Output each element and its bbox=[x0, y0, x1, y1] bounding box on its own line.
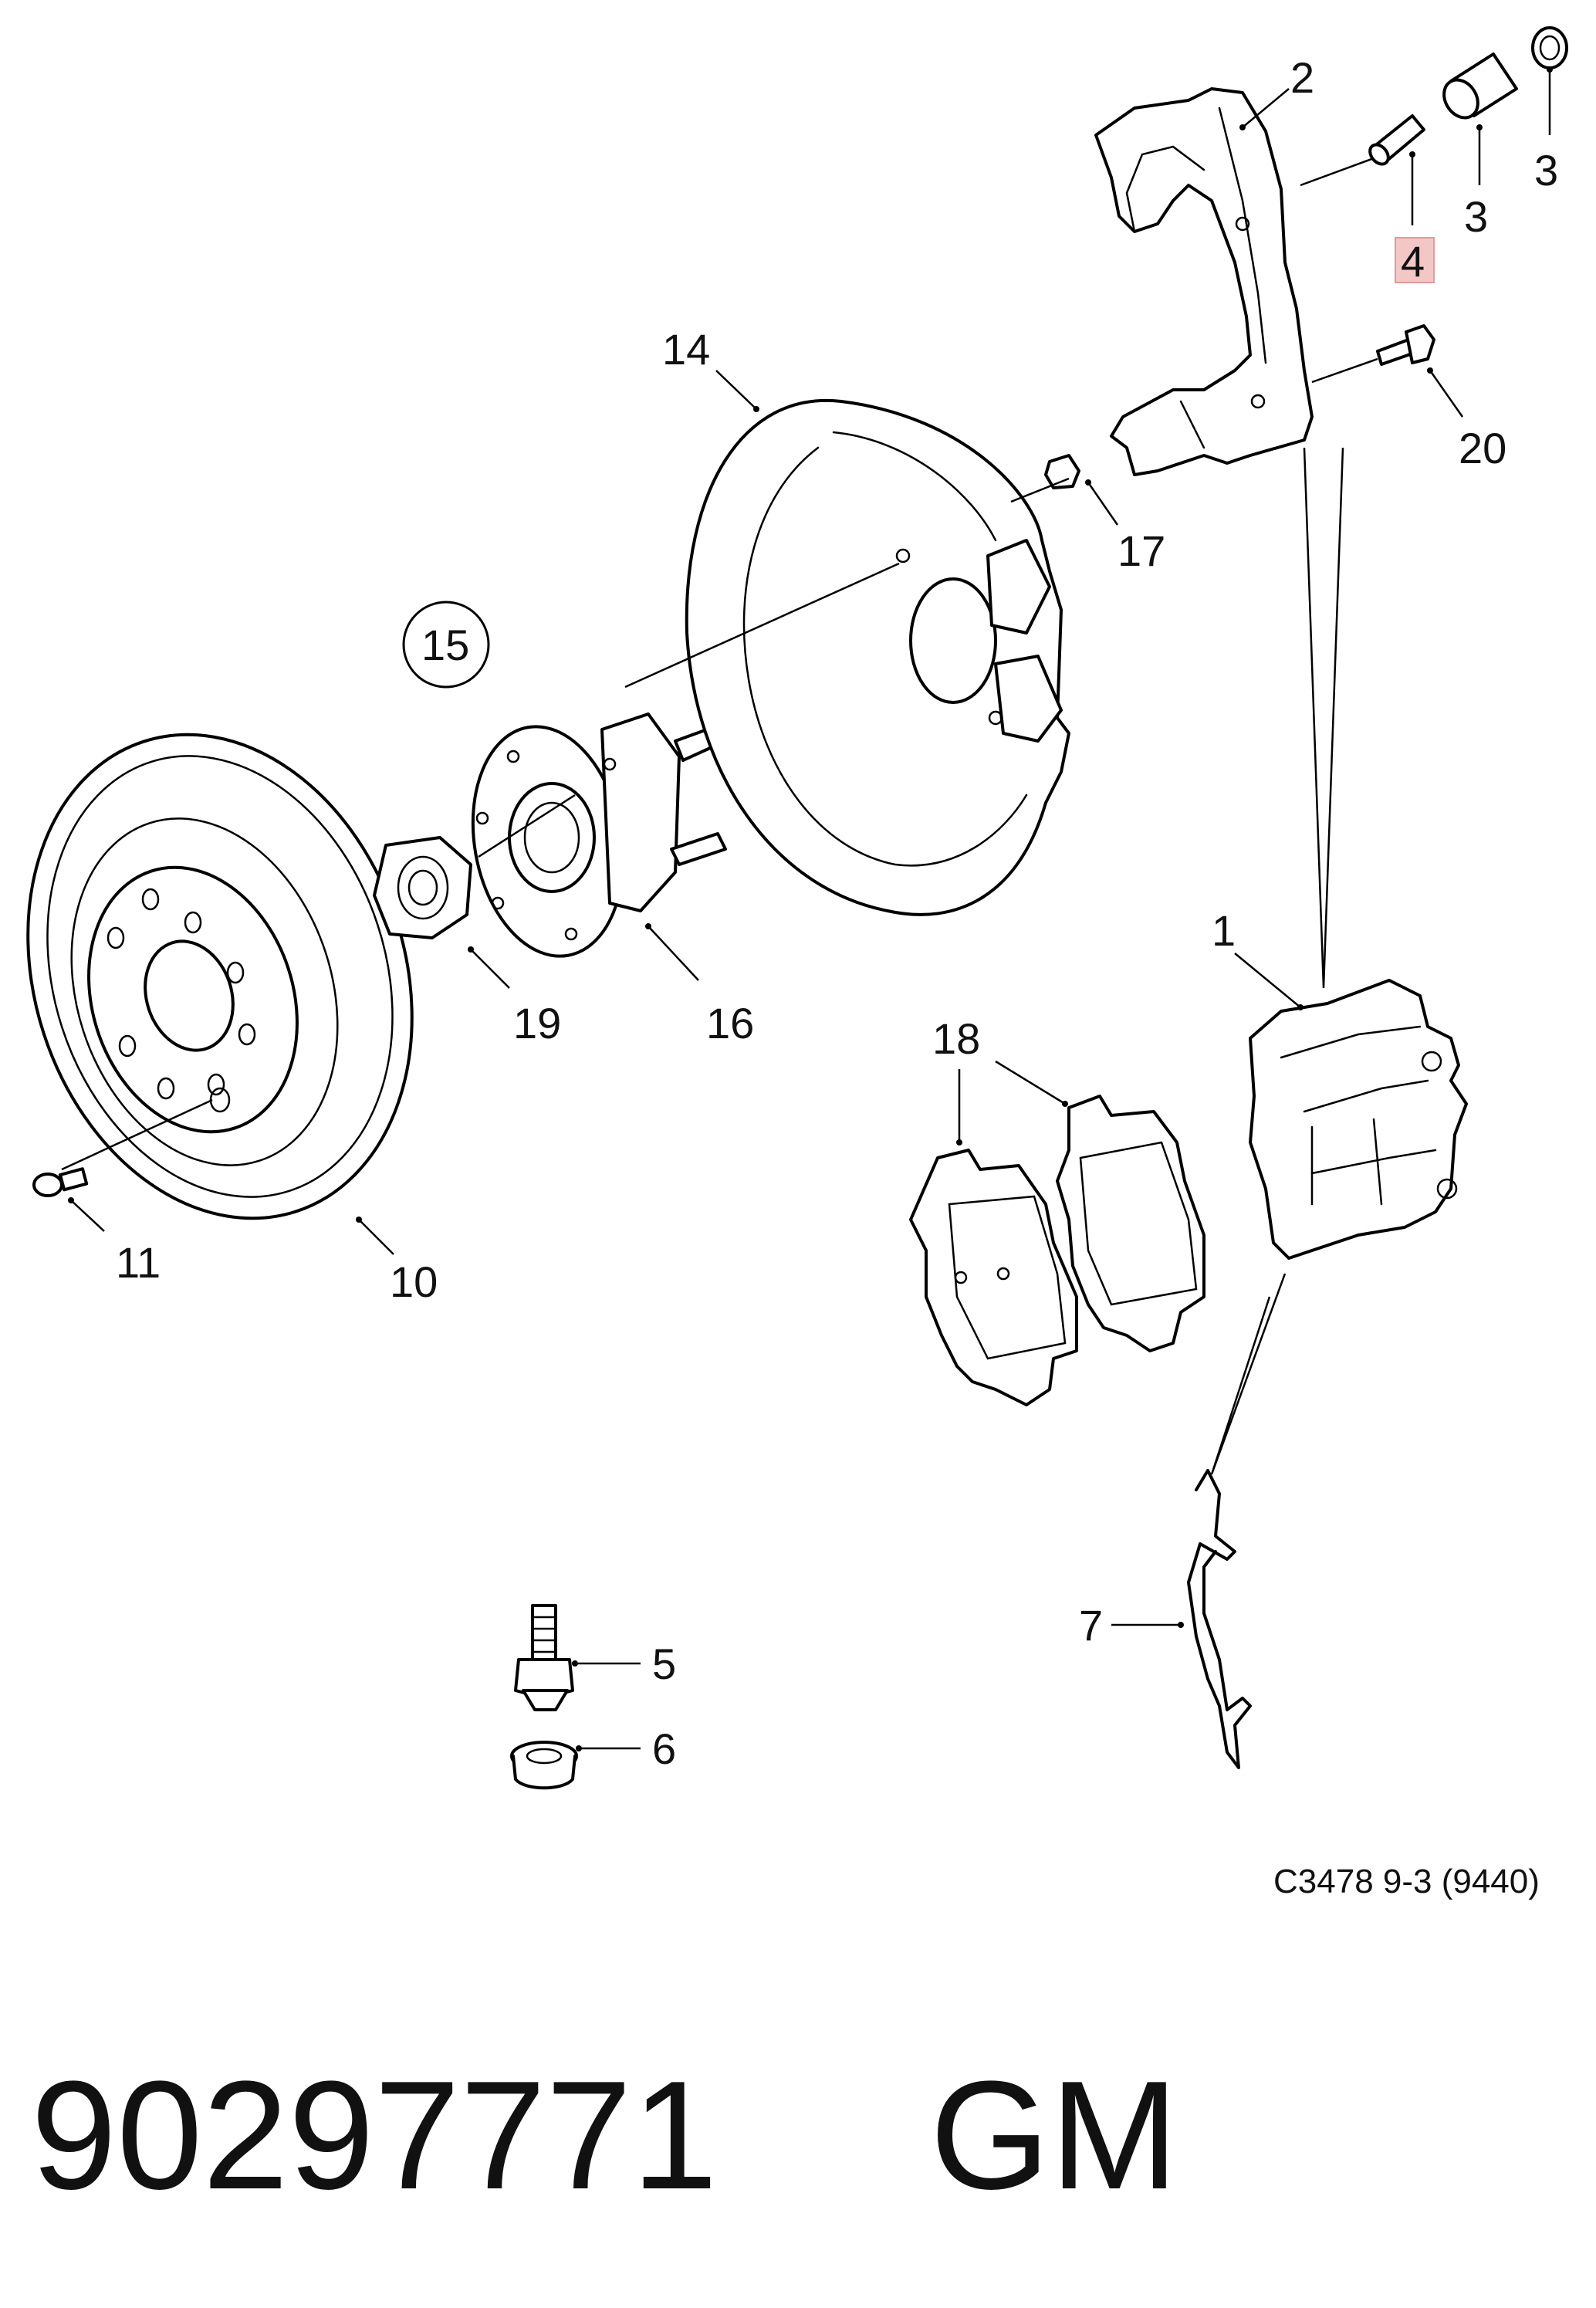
callout-3b: 3 bbox=[1534, 146, 1558, 195]
callout-4: 4 bbox=[1401, 237, 1425, 286]
callout-6: 6 bbox=[652, 1724, 676, 1773]
callout-15: 15 bbox=[421, 621, 469, 669]
callout-2: 2 bbox=[1290, 53, 1314, 102]
bleeder-cap-drawing bbox=[510, 1741, 578, 1790]
brake-disc-drawing bbox=[26, 733, 414, 1220]
diagram-caption: C3478 9-3 (9440) bbox=[1273, 1863, 1540, 1900]
callout-7: 7 bbox=[1079, 1601, 1103, 1650]
guide-pin-drawing bbox=[1368, 114, 1425, 166]
caliper-bracket-drawing bbox=[1094, 87, 1314, 476]
wear-sensor-wire-drawing bbox=[1187, 1469, 1252, 1769]
bracket-bolt-drawing bbox=[1376, 324, 1435, 366]
callout-10: 10 bbox=[390, 1257, 438, 1306]
callout-19: 19 bbox=[513, 999, 561, 1047]
dust-cap-drawing bbox=[1531, 26, 1568, 69]
guide-bush-drawing bbox=[1442, 52, 1518, 120]
disc-screw-drawing bbox=[32, 1167, 89, 1197]
part-number: 90297771 bbox=[31, 2049, 718, 2222]
callout-1: 1 bbox=[1212, 906, 1236, 955]
callout-4-highlight bbox=[1395, 237, 1435, 283]
callout-18: 18 bbox=[932, 1014, 980, 1063]
brand-name: GM bbox=[930, 2049, 1178, 2222]
callout-5: 5 bbox=[652, 1640, 676, 1688]
brake-pads-drawing bbox=[909, 1095, 1205, 1406]
wheel-hub-drawing bbox=[471, 712, 727, 958]
callout-20: 20 bbox=[1459, 424, 1506, 472]
callout-11: 11 bbox=[116, 1238, 161, 1287]
callout-3a: 3 bbox=[1464, 192, 1488, 241]
callout-17: 17 bbox=[1118, 526, 1165, 575]
leader-lines bbox=[61, 66, 1553, 1751]
hub-nut-drawing bbox=[373, 836, 472, 939]
backing-plate-drawing bbox=[685, 398, 1070, 916]
bleeder-screw-drawing bbox=[514, 1604, 574, 1711]
small-nut-drawing bbox=[1044, 454, 1080, 489]
callout-16: 16 bbox=[706, 999, 754, 1047]
callout-15-circle bbox=[402, 601, 490, 689]
callout-14: 14 bbox=[662, 325, 710, 374]
callout-labels: 1 2 3 3 4 5 6 7 10 11 14 15 16 17 18 19 … bbox=[116, 53, 1558, 1773]
brake-caliper-drawing bbox=[1249, 979, 1468, 1260]
